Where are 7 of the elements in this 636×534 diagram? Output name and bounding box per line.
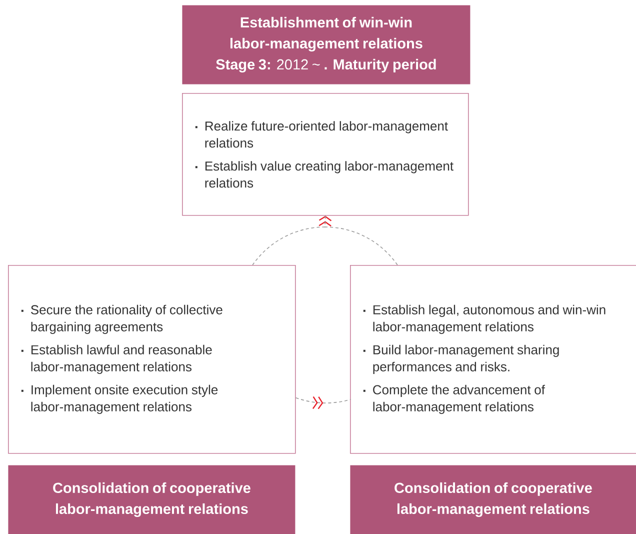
stage-header: Consolidation of cooperative labor-management relations xyxy=(8,465,296,534)
dashed-arrow xyxy=(318,216,398,266)
stage-header: Establishment of win-win labor-management relations Stage 3: 2012 ~ . Maturity period xyxy=(182,5,470,84)
bullet-box: Establish legal, autonomous and win-win labor-management relations Build labor-management sharing performances and risks. Complete the advancement of labor-management relations xyxy=(350,265,636,454)
bullet-box: Secure the rationality of collective bargaining agreements Establish lawful and reasonable labor-management relations Implement onsite execution style labor-management relations xyxy=(8,265,296,454)
bullet-box: Realize future-oriented labor-management relations Establish value creating labor-management relations xyxy=(182,93,469,216)
stage-header: Consolidation of cooperative labor-management relations xyxy=(350,465,636,534)
